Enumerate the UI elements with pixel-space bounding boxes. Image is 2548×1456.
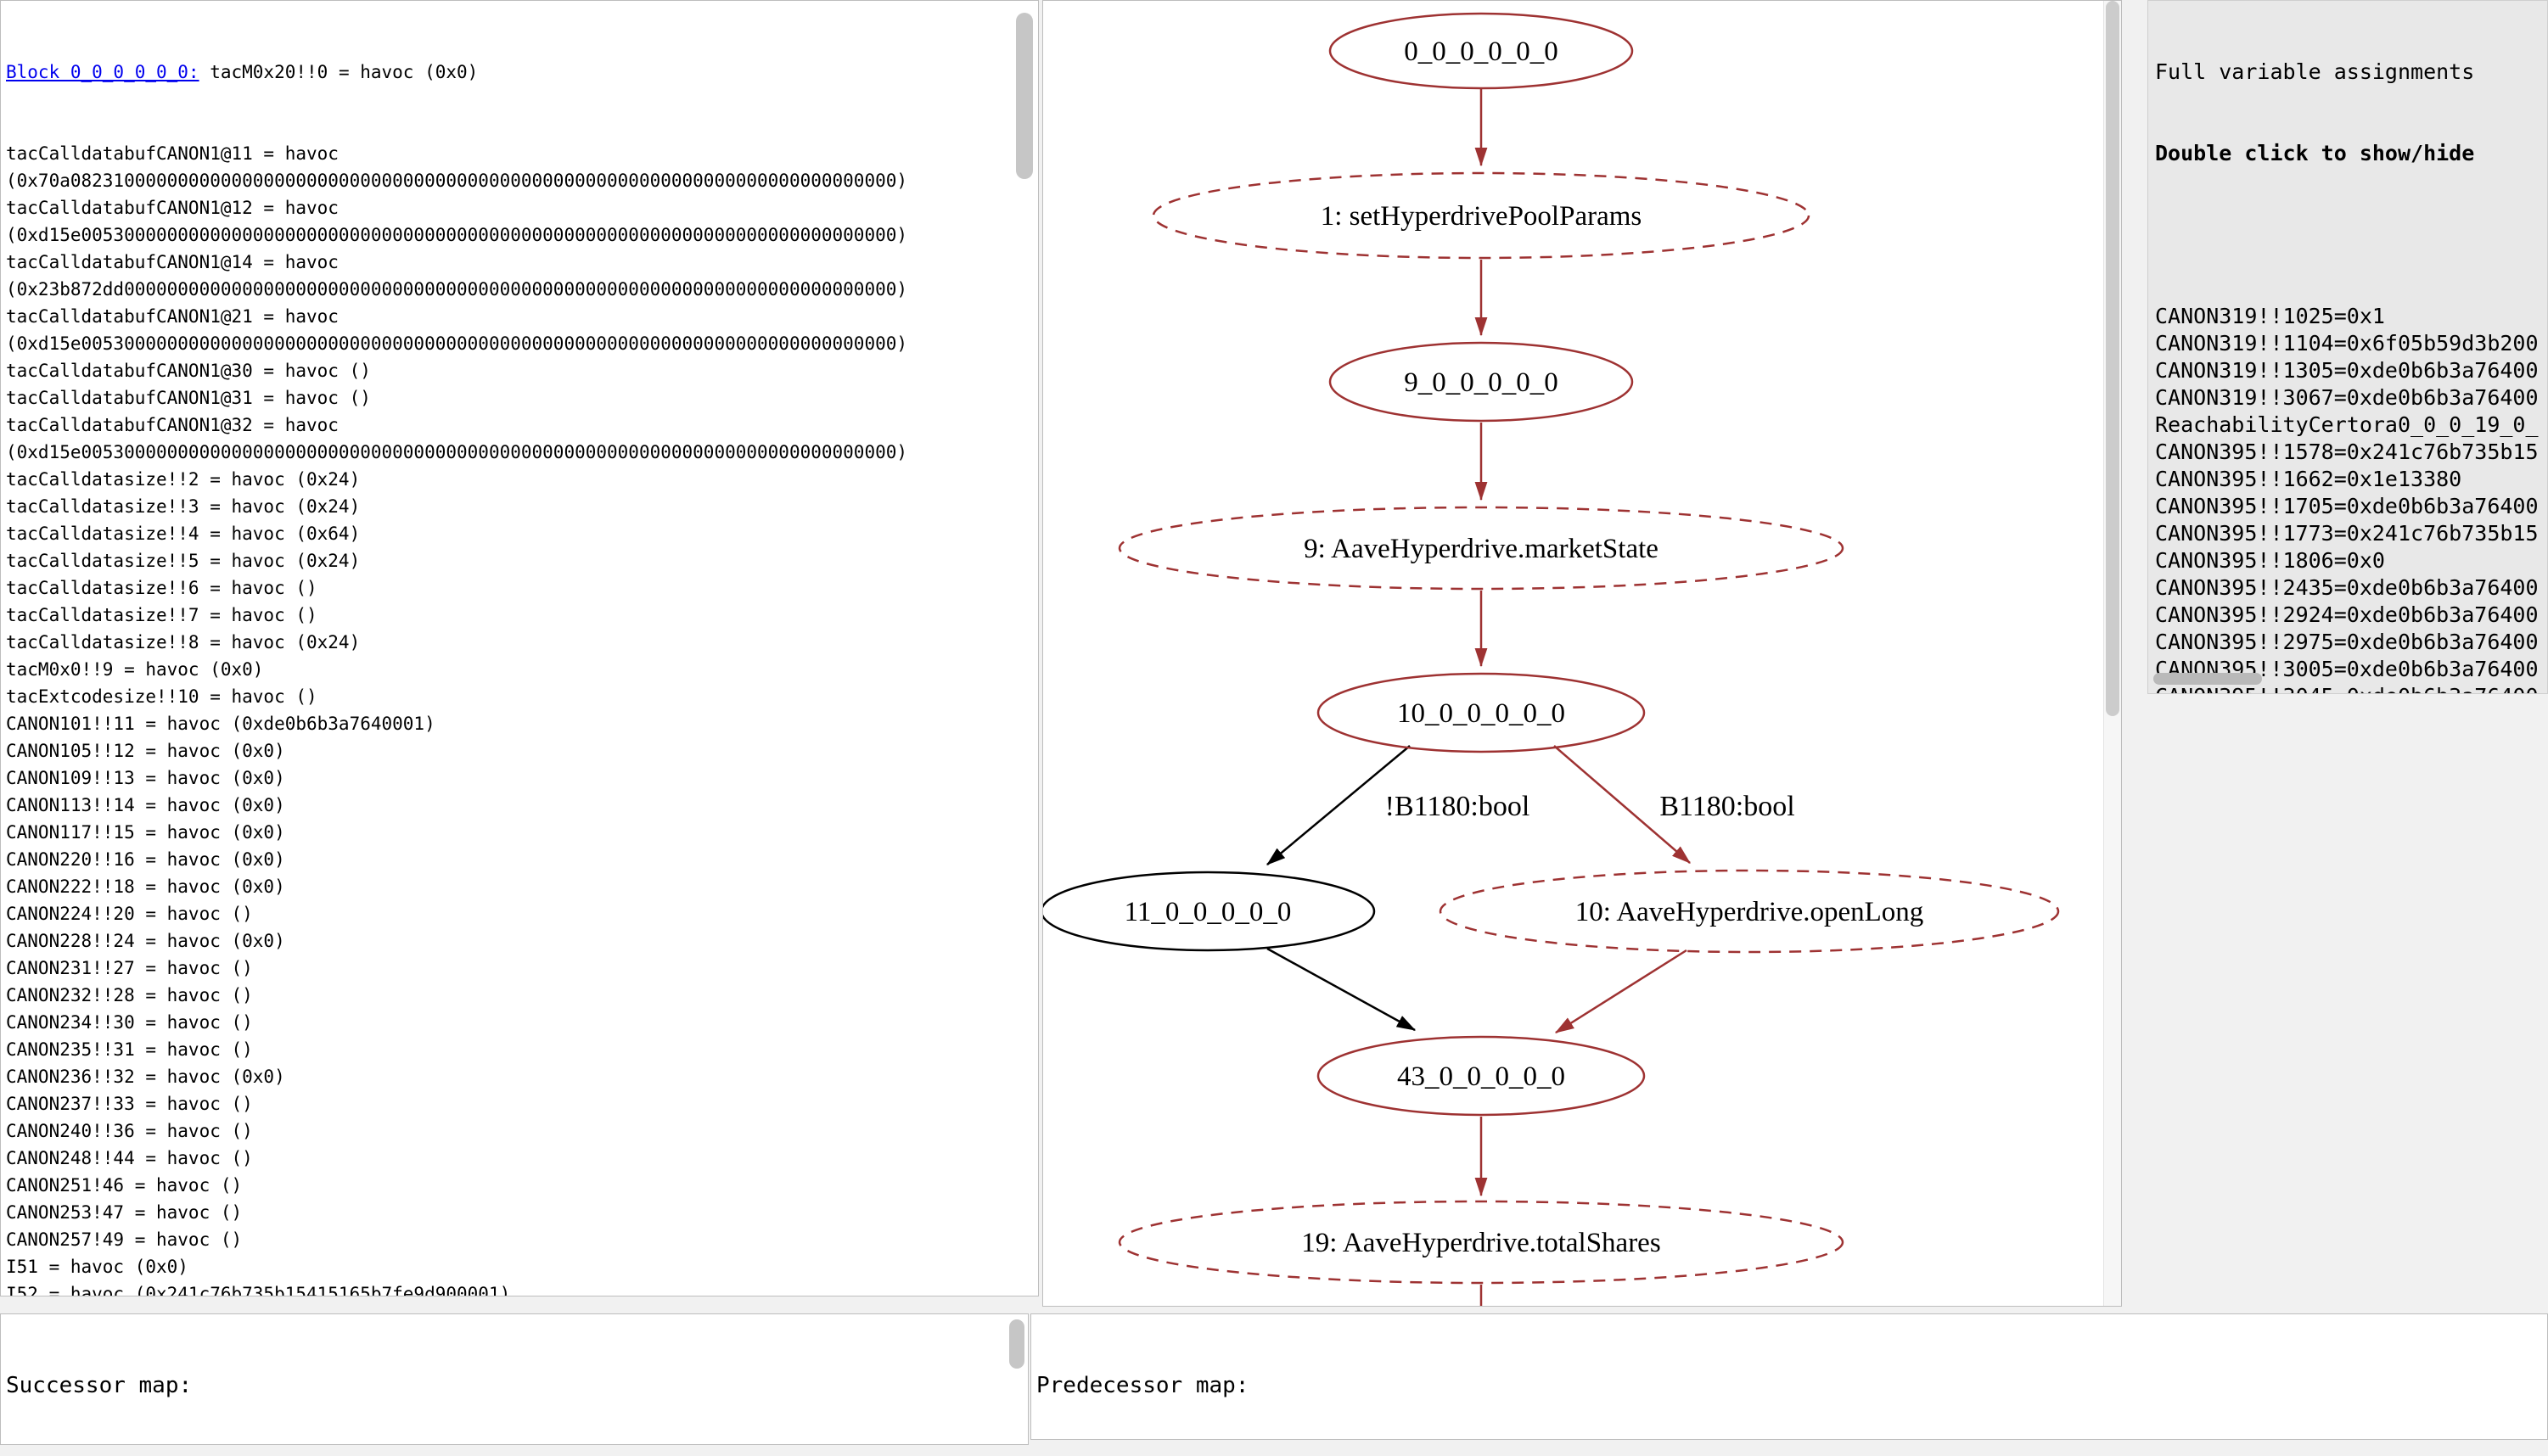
edge-10-to-11-false-branch[interactable]: [1266, 745, 1411, 865]
predecessor-map-content: Predecessor map: 15_0_0_20_0_70 <- 13_0_…: [1031, 1314, 2547, 1439]
havoc-assignment-lines: tacCalldatabufCANON1@11 = havoc(0x70a082…: [6, 143, 908, 1296]
control-flow-graph-panel: !B1180:bool B1180:bool 0_0_0_0_0_0 1: se…: [1042, 0, 2122, 1307]
graph-scrollbar-track[interactable]: [2103, 1, 2121, 1306]
node-openLong[interactable]: 10: AaveHyperdrive.openLong: [1439, 869, 2060, 954]
block-header-rest: tacM0x20!!0 = havoc (0x0): [199, 62, 479, 82]
graph-scrollbar-thumb[interactable]: [2106, 1, 2119, 716]
full-variable-assignments-panel[interactable]: Full variable assignments Double click t…: [2147, 0, 2548, 694]
successor-map-title: Successor map:: [6, 1373, 193, 1398]
edge-label-not-b1180: !B1180:bool: [1385, 791, 1530, 822]
tac-block-code: Block 0_0_0_0_0_0: tacM0x20!!0 = havoc (…: [1, 1, 1038, 1296]
node-43_0_0_0_0_0[interactable]: 43_0_0_0_0_0: [1316, 1035, 1646, 1117]
node-marketState[interactable]: 9: AaveHyperdrive.marketState: [1118, 506, 1844, 591]
control-flow-graph: !B1180:bool B1180:bool 0_0_0_0_0_0 1: se…: [1043, 12, 2060, 1306]
full-variable-assignments-content: Full variable assignments Double click t…: [2148, 1, 2547, 693]
block-header-line: Block 0_0_0_0_0_0: tacM0x20!!0 = havoc (…: [6, 59, 1038, 86]
node-totalShares[interactable]: 19: AaveHyperdrive.totalShares: [1118, 1200, 1844, 1285]
node-totalShares-label: 19: AaveHyperdrive.totalShares: [1301, 1228, 1660, 1258]
predecessor-map-panel: Predecessor map: 15_0_0_20_0_70 <- 13_0_…: [1030, 1313, 2548, 1440]
tac-block-code-panel: Block 0_0_0_0_0_0: tacM0x20!!0 = havoc (…: [0, 0, 1039, 1296]
edge-11-to-43[interactable]: [1266, 947, 1417, 1032]
node-10-label: 10_0_0_0_0_0: [1397, 698, 1565, 729]
node-9-label: 9_0_0_0_0_0: [1404, 367, 1558, 398]
node-setHyperdrivePoolParams-label: 1: setHyperdrivePoolParams: [1321, 201, 1642, 232]
node-marketState-label: 9: AaveHyperdrive.marketState: [1304, 534, 1658, 564]
node-openLong-label: 10: AaveHyperdrive.openLong: [1575, 897, 1924, 927]
edge-label-b1180: B1180:bool: [1659, 791, 1794, 822]
edge-openLong-to-43[interactable]: [1554, 949, 1687, 1034]
predecessor-map-title: Predecessor map:: [1036, 1373, 1249, 1398]
node-10_0_0_0_0_0[interactable]: 10_0_0_0_0_0: [1316, 672, 1646, 753]
successor-map-panel: Successor map: Edge 43_0_0_0_0_0 -> 0_0_…: [0, 1313, 1029, 1445]
successor-panel-scrollbar-thumb[interactable]: [1009, 1319, 1024, 1369]
node-0-label: 0_0_0_0_0_0: [1404, 36, 1558, 67]
node-11_0_0_0_0_0[interactable]: 11_0_0_0_0_0: [1043, 871, 1376, 952]
block-link[interactable]: Block 0_0_0_0_0_0:: [6, 62, 199, 82]
node-9_0_0_0_0_0[interactable]: 9_0_0_0_0_0: [1328, 341, 1634, 423]
node-11-label: 11_0_0_0_0_0: [1125, 897, 1292, 927]
successor-map-content: Successor map: Edge 43_0_0_0_0_0 -> 0_0_…: [1, 1314, 1028, 1444]
node-43-label: 43_0_0_0_0_0: [1397, 1061, 1565, 1092]
node-setHyperdrivePoolParams[interactable]: 1: setHyperdrivePoolParams: [1152, 171, 1810, 260]
variable-panel-hscrollbar-thumb[interactable]: [2153, 673, 2262, 685]
left-panel-scrollbar-thumb[interactable]: [1016, 13, 1033, 179]
node-0_0_0_0_0_0[interactable]: 0_0_0_0_0_0: [1328, 12, 1634, 90]
edge-10-to-openLong-true-branch[interactable]: [1553, 745, 1691, 864]
variable-assignments-hint: Double click to show/hide: [2155, 141, 2475, 165]
variable-assignments-title: Full variable assignments: [2155, 59, 2475, 84]
